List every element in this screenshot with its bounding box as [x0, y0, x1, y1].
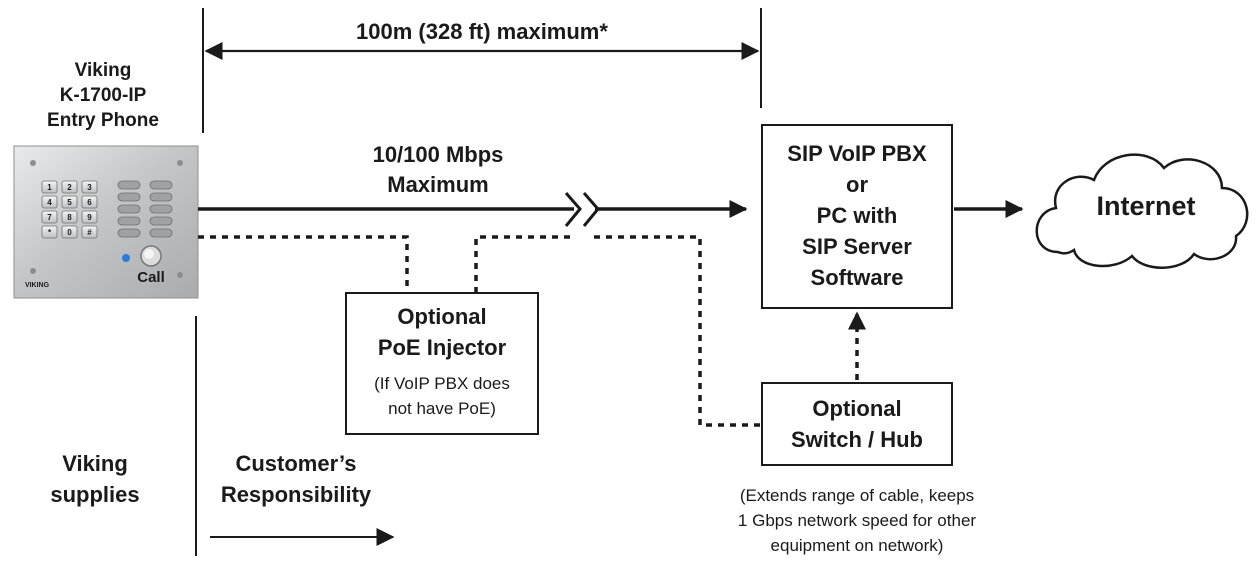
poe-note-line2: not have PoE): [388, 399, 496, 418]
pbx-line4: SIP Server: [802, 234, 912, 259]
speaker-slot: [117, 180, 141, 190]
poe-title-line2: PoE Injector: [378, 335, 507, 360]
keypad-key-label: 2: [67, 183, 72, 192]
keypad-key: 1: [41, 180, 58, 194]
viking-supplies-line1: Viking: [62, 451, 128, 476]
phone-keypad: 1 2 3 4 5 6 7 8 9 * 0 #: [41, 180, 98, 239]
speaker-slot: [149, 204, 173, 214]
keypad-key-label: 4: [47, 198, 52, 207]
speaker-slot: [117, 192, 141, 202]
switch-note-line1: (Extends range of cable, keeps: [740, 486, 974, 505]
poe-title-line1: Optional: [397, 304, 486, 329]
speaker-grille: [117, 180, 173, 238]
internet-cloud: [1035, 153, 1249, 269]
switch-dotted-line: [594, 235, 762, 427]
keypad-key-label: #: [87, 228, 92, 237]
viking-supplies-line2: supplies: [50, 482, 139, 507]
keypad-key: 2: [61, 180, 78, 194]
speaker-slot: [117, 228, 141, 238]
pbx-box: [761, 124, 953, 309]
speed-line2: Maximum: [387, 172, 488, 197]
speaker-slot: [117, 216, 141, 226]
keypad-key-label: 6: [87, 198, 92, 207]
keypad-key: *: [41, 225, 58, 239]
keypad-key-label: 5: [67, 198, 72, 207]
speaker-slot: [117, 204, 141, 214]
keypad-key: 3: [81, 180, 98, 194]
keypad-key-label: 8: [67, 213, 72, 222]
pbx-line2: or: [846, 172, 868, 197]
speed-line1: 10/100 Mbps: [373, 142, 504, 167]
customer-responsibility-line1: Customer’s: [235, 451, 356, 476]
customer-responsibility-line2: Responsibility: [221, 482, 372, 507]
led-indicator: [122, 254, 130, 262]
pbx-line1: SIP VoIP PBX: [787, 141, 927, 166]
entry-phone-device: 1 2 3 4 5 6 7 8 9 * 0 # Call VIKING: [13, 145, 199, 299]
speaker-slot: [149, 228, 173, 238]
switch-line2: Switch / Hub: [791, 427, 923, 452]
keypad-key: 8: [61, 210, 78, 224]
switch-note-line2: 1 Gbps network speed for other: [738, 511, 976, 530]
keypad-key: 4: [41, 195, 58, 209]
switch-line1: Optional: [812, 396, 901, 421]
poe-note-line1: (If VoIP PBX does: [374, 374, 510, 393]
speaker-slot: [149, 180, 173, 190]
keypad-key-label: 0: [67, 228, 72, 237]
pbx-line5: Software: [811, 265, 904, 290]
speaker-slot: [149, 216, 173, 226]
keypad-key-label: 3: [87, 183, 92, 192]
keypad-key: 7: [41, 210, 58, 224]
keypad-key: #: [81, 225, 98, 239]
internet-label: Internet: [1096, 191, 1195, 221]
keypad-key-label: 1: [47, 183, 52, 192]
switch-note-line3: equipment on network): [771, 536, 944, 555]
keypad-key: 5: [61, 195, 78, 209]
speaker-slot: [149, 192, 173, 202]
poe-dotted-line-right: [474, 235, 575, 293]
poe-injector-box: [345, 292, 539, 435]
phone-title-line2: K-1700-IP: [60, 85, 147, 106]
phone-title-line1: Viking: [75, 60, 132, 81]
phone-brand: VIKING: [25, 282, 50, 289]
keypad-key-label: 7: [47, 213, 52, 222]
pbx-line3: PC with: [817, 203, 898, 228]
call-label: Call: [137, 269, 165, 286]
switch-hub-box: [761, 382, 953, 466]
range-label: 100m (328 ft) maximum*: [356, 19, 608, 44]
keypad-key-label: *: [48, 228, 52, 237]
keypad-key-label: 9: [87, 213, 92, 222]
keypad-key: 6: [81, 195, 98, 209]
keypad-key: 9: [81, 210, 98, 224]
poe-dotted-line-left: [198, 235, 409, 293]
phone-title-line3: Entry Phone: [47, 110, 159, 131]
cable-break-symbol: [564, 192, 600, 227]
keypad-key: 0: [61, 225, 78, 239]
